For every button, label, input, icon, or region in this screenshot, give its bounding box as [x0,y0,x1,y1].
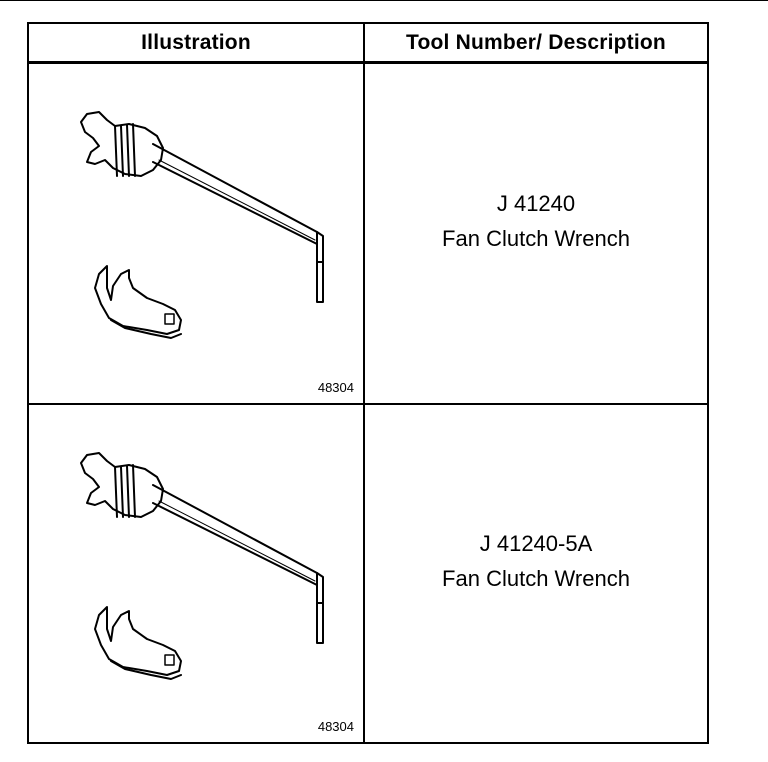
tool-description-cell: J 41240-5A Fan Clutch Wrench [365,405,707,742]
tool-description: Fan Clutch Wrench [442,565,630,591]
header-tool-description: Tool Number/ Description [365,24,707,64]
header-illustration: Illustration [29,24,365,64]
illustration-cell: 48304 [29,405,365,742]
fan-clutch-wrench-icon [80,111,324,339]
tool-description-cell: J 41240 Fan Clutch Wrench [365,64,707,405]
tool-number: J 41240-5A [479,530,593,556]
tool-number: J 41240 [496,190,576,216]
fan-clutch-wrench-icon [80,452,324,680]
figure-number: 48304 [317,380,354,395]
tool-description: Fan Clutch Wrench [442,225,630,251]
figure-number: 48304 [317,719,354,734]
top-rule [0,0,768,1]
illustration-cell: 48304 [29,64,365,405]
tool-table: Illustration Tool Number/ Description [27,22,709,744]
